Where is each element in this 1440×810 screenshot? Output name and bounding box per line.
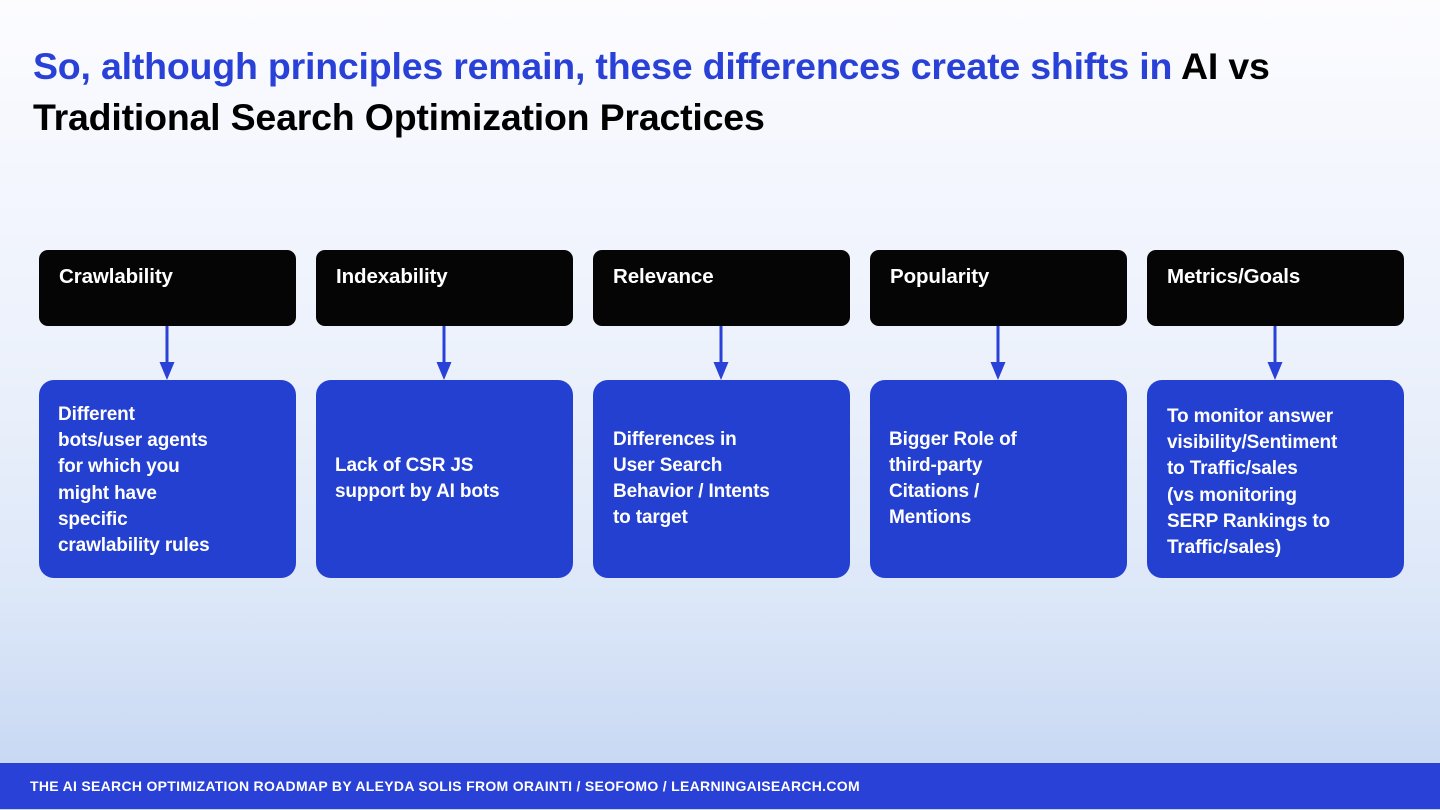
- header-label: Crawlability: [59, 265, 173, 288]
- detail-box-relevance[interactable]: Differences in User Search Behavior / In…: [593, 380, 850, 578]
- column-metrics-goals: Metrics/Goals To monitor answer visibili…: [1147, 250, 1404, 578]
- header-box-popularity[interactable]: Popularity: [870, 250, 1127, 326]
- detail-box-indexability[interactable]: Lack of CSR JS support by AI bots: [316, 380, 573, 578]
- down-arrow-icon: [712, 326, 730, 380]
- page-title-plain-segment: AI vs Traditional Search Optimization Pr…: [33, 45, 1270, 139]
- footer-bar: THE AI SEARCH OPTIMIZATION ROADMAP BY AL…: [0, 763, 1440, 809]
- detail-text: Lack of CSR JS support by AI bots: [335, 454, 500, 502]
- header-label: Metrics/Goals: [1167, 265, 1301, 288]
- detail-box-metrics-goals[interactable]: To monitor answer visibility/Sentiment t…: [1147, 380, 1404, 578]
- header-box-crawlability[interactable]: Crawlability: [39, 250, 296, 326]
- detail-box-popularity[interactable]: Bigger Role of third-party Citations / M…: [870, 380, 1127, 578]
- detail-text: Differences in User Search Behavior / In…: [613, 428, 770, 529]
- page-title-accent-segment: So, although principles remain, these di…: [33, 45, 1182, 88]
- header-label: Relevance: [613, 265, 714, 288]
- detail-text: Bigger Role of third-party Citations / M…: [889, 428, 1017, 529]
- header-label: Popularity: [890, 265, 990, 288]
- column-popularity: Popularity Bigger Role of third-party Ci…: [870, 250, 1127, 578]
- column-relevance: Relevance Differences in User Search Beh…: [593, 250, 850, 578]
- comparison-columns: Crawlability Different bots/user agents …: [39, 250, 1411, 578]
- header-box-metrics-goals[interactable]: Metrics/Goals: [1147, 250, 1404, 326]
- header-label: Indexability: [336, 265, 448, 288]
- page-title: So, although principles remain, these di…: [33, 41, 1408, 143]
- column-indexability: Indexability Lack of CSR JS support by A…: [316, 250, 573, 578]
- down-arrow-icon: [158, 326, 176, 380]
- header-box-relevance[interactable]: Relevance: [593, 250, 850, 326]
- down-arrow-icon: [989, 326, 1007, 380]
- header-box-indexability[interactable]: Indexability: [316, 250, 573, 326]
- down-arrow-icon: [1266, 326, 1284, 380]
- detail-text: Different bots/user agents for which you…: [58, 404, 210, 557]
- detail-box-crawlability[interactable]: Different bots/user agents for which you…: [39, 380, 296, 578]
- detail-text: To monitor answer visibility/Sentiment t…: [1167, 406, 1338, 559]
- footer-credit-text: THE AI SEARCH OPTIMIZATION ROADMAP BY AL…: [30, 778, 860, 794]
- down-arrow-icon: [435, 326, 453, 380]
- column-crawlability: Crawlability Different bots/user agents …: [39, 250, 296, 578]
